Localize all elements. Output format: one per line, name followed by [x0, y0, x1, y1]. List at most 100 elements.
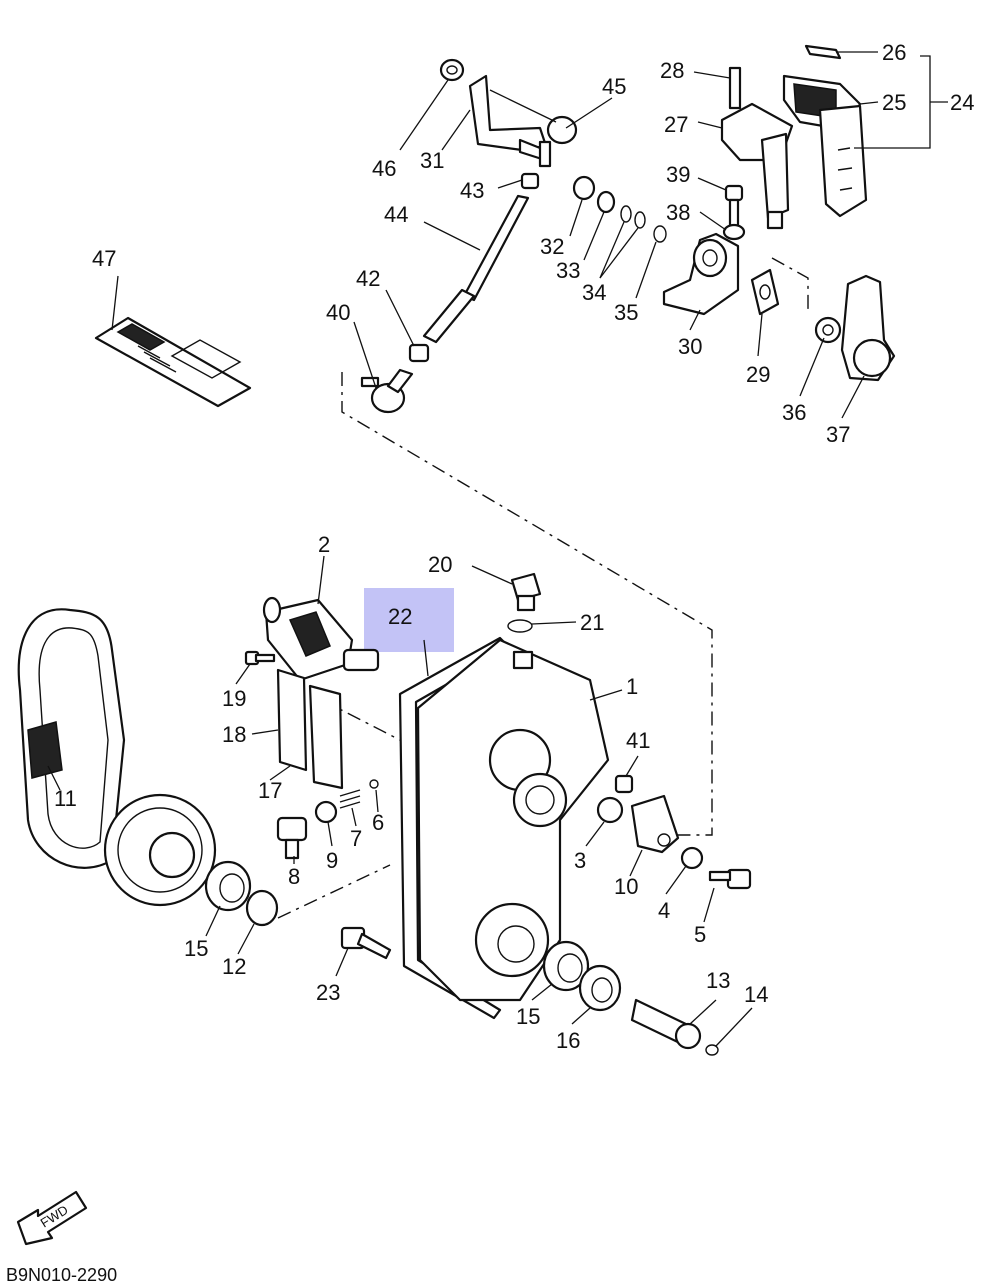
- part-38-washer: [722, 223, 746, 241]
- footer-code: B9N010-2290: [6, 1265, 117, 1281]
- fwd-arrow-icon: FWD: [16, 1190, 88, 1246]
- callout-19: 19: [222, 686, 246, 711]
- part-16-seal: [578, 964, 622, 1012]
- part-21-oring: [507, 619, 533, 633]
- callout-22: 22: [388, 604, 412, 629]
- part-34-ring-b: [634, 211, 646, 229]
- callout-10: 10: [614, 874, 638, 899]
- callout-40: 40: [326, 300, 350, 325]
- callout-37: 37: [826, 422, 850, 447]
- part-34-ring-a: [620, 205, 632, 223]
- part-27-grip: [720, 102, 794, 230]
- part-36-nut: [814, 316, 842, 344]
- callout-18: 18: [222, 722, 246, 747]
- part-24-handle: [782, 74, 868, 218]
- callout-31: 31: [420, 148, 444, 173]
- callout-8: 8: [288, 864, 300, 889]
- callout-26: 26: [882, 40, 906, 65]
- part-1-housing: [416, 638, 610, 1002]
- part-44-rod: [422, 194, 530, 344]
- part-11-belt: [17, 608, 126, 869]
- part-31-lever: [468, 74, 548, 162]
- leader-lines: [47, 51, 948, 1047]
- callout-44: 44: [384, 202, 408, 227]
- part-14-ring: [705, 1044, 719, 1056]
- callout-21: 21: [580, 610, 604, 635]
- assembly-line: [341, 372, 713, 836]
- assembly-line-bearing: [277, 864, 391, 919]
- callout-45: 45: [602, 74, 626, 99]
- part-17-plate: [308, 684, 344, 790]
- callout-36: 36: [782, 400, 806, 425]
- callout-27: 27: [664, 112, 688, 137]
- part-28-screw: [728, 66, 742, 110]
- part-26-pad: [804, 44, 842, 60]
- callout-12: 12: [222, 954, 246, 979]
- part-29-plate: [750, 268, 780, 316]
- part-19-screw: [244, 650, 276, 666]
- part-20-plug: [510, 572, 542, 612]
- callout-24: 24: [950, 90, 974, 115]
- callout-38: 38: [666, 200, 690, 225]
- part-18-plate: [276, 668, 308, 772]
- highlight-part-22: [364, 588, 454, 652]
- callout-23: 23: [316, 980, 340, 1005]
- callout-1: 1: [626, 674, 638, 699]
- callout-20: 20: [428, 552, 452, 577]
- part-6-ball: [369, 779, 379, 789]
- callout-3: 3: [574, 848, 586, 873]
- callout-32: 32: [540, 234, 564, 259]
- part-10-lever: [630, 794, 680, 854]
- part-43-collar: [520, 172, 540, 190]
- part-46-cap: [439, 58, 465, 82]
- callout-13: 13: [706, 968, 730, 993]
- callout-15-left: 15: [184, 936, 208, 961]
- callout-28: 28: [660, 58, 684, 83]
- part-23-bolt: [340, 926, 392, 960]
- callout-29: 29: [746, 362, 770, 387]
- part-42-nut: [408, 343, 430, 363]
- callout-25: 25: [882, 90, 906, 115]
- part-2-shaft: [262, 596, 380, 682]
- part-sprocket: [103, 793, 217, 907]
- part-9-washer: [314, 800, 338, 824]
- callout-11: 11: [54, 786, 77, 811]
- callout-42: 42: [356, 266, 380, 291]
- part-15-bearing-right: [542, 940, 590, 992]
- part-32-bushing: [572, 175, 596, 201]
- callout-14: 14: [744, 982, 768, 1007]
- part-8-bolt: [276, 816, 308, 860]
- callout-2: 2: [318, 532, 330, 557]
- callout-34: 34: [582, 280, 606, 305]
- callout-17: 17: [258, 778, 282, 803]
- part-37-arm: [840, 274, 896, 382]
- part-3-washer: [596, 796, 624, 824]
- part-12-spacer: [245, 889, 279, 927]
- callout-30: 30: [678, 334, 702, 359]
- part-41-nut: [614, 774, 634, 794]
- part-7-spring: [339, 789, 361, 809]
- part-30-bracket: [662, 232, 740, 316]
- part-4-washer: [680, 846, 704, 870]
- part-15-bearing-left: [204, 860, 252, 912]
- callout-39: 39: [666, 162, 690, 187]
- callout-15-right: 15: [516, 1004, 540, 1029]
- callout-9: 9: [326, 848, 338, 873]
- part-33-washer: [596, 190, 616, 214]
- callout-47: 47: [92, 246, 116, 271]
- part-13-bushing: [630, 998, 702, 1050]
- callout-43: 43: [460, 178, 484, 203]
- part-47-decal: [94, 316, 252, 408]
- part-39-bolt: [724, 184, 744, 228]
- part-45-joint: [538, 115, 578, 168]
- callout-5: 5: [694, 922, 706, 947]
- part-40-balljoint: [360, 368, 414, 414]
- part-35-washer: [653, 225, 667, 243]
- callout-16: 16: [556, 1028, 580, 1053]
- callout-33: 33: [556, 258, 580, 283]
- callout-6: 6: [372, 810, 384, 835]
- callout-7: 7: [350, 826, 362, 851]
- callout-35: 35: [614, 300, 638, 325]
- callout-4: 4: [658, 898, 670, 923]
